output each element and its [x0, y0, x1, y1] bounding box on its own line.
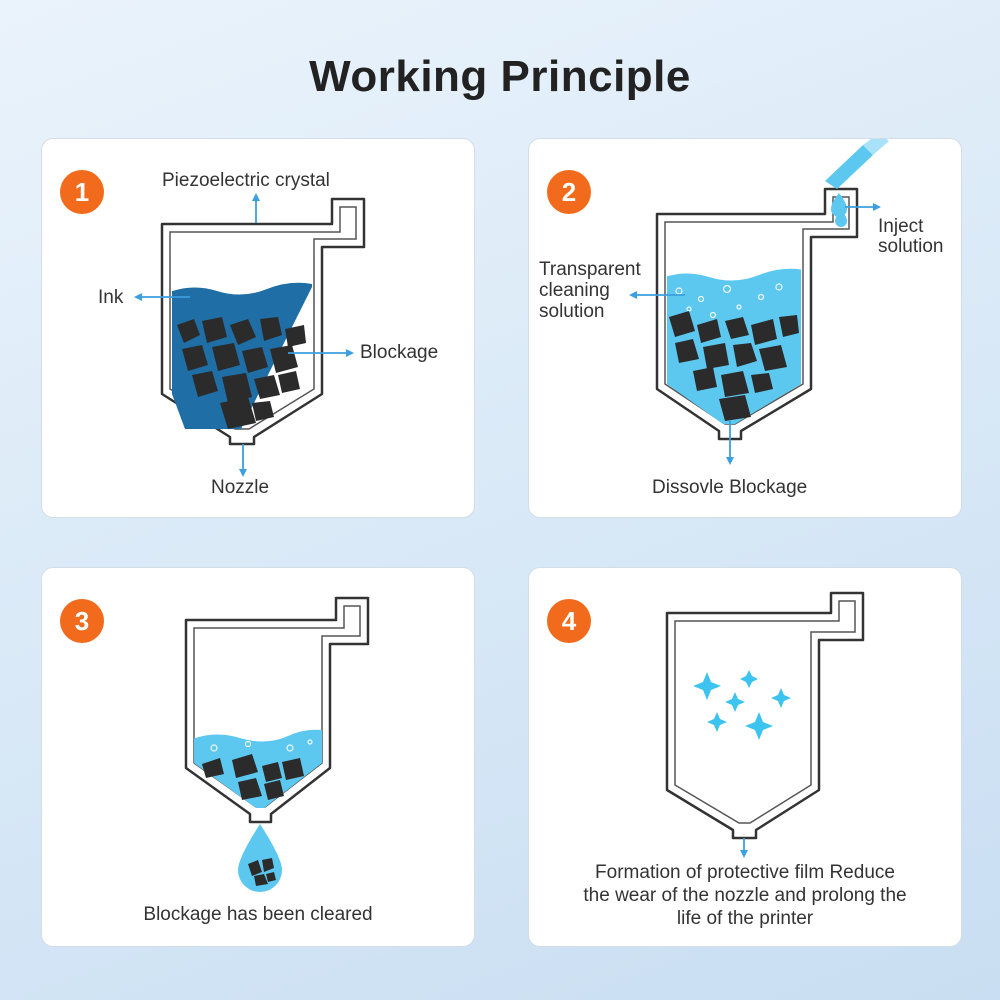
- step-card-4: 4 Formation of protective film Reduce th…: [528, 567, 962, 947]
- label-inject-solution-line1: Inject: [878, 216, 924, 237]
- falling-droplet: [238, 824, 282, 892]
- step-number-badge: 2: [547, 170, 591, 214]
- blockage-particles: [669, 311, 799, 421]
- label-nozzle: Nozzle: [211, 477, 270, 498]
- label-inject-solution-line2: solution: [878, 236, 944, 257]
- page-title: Working Principle: [309, 52, 691, 101]
- cartridge-outline: [665, 591, 865, 840]
- label-ink: Ink: [98, 287, 124, 308]
- cartridge-diagram-ink-blocked: [134, 193, 366, 477]
- label-arrows: [635, 206, 875, 459]
- label-arrows: [138, 197, 348, 473]
- cartridge-diagram-cleaning: [629, 139, 889, 465]
- label-cleaning-solution-line2: cleaning: [539, 280, 610, 301]
- label-cleaning-solution-line1: Transparent: [539, 259, 641, 280]
- step-number-badge: 4: [547, 599, 591, 643]
- cartridge-diagram-protected: [665, 591, 865, 858]
- label-blockage-cleared: Blockage has been cleared: [143, 904, 373, 925]
- step-card-3: 3 B: [41, 567, 475, 947]
- label-dissolve-blockage: Dissovle Blockage: [652, 477, 808, 498]
- blockage-particles: [202, 754, 304, 800]
- label-protective-film-line2: the wear of the nozzle and prolong the: [583, 885, 907, 906]
- step-number-badge: 3: [60, 599, 104, 643]
- sparkle-icons: [693, 670, 791, 740]
- label-protective-film-line1: Formation of protective film Reduce: [595, 862, 895, 883]
- label-protective-film-line3: life of the printer: [676, 908, 814, 929]
- step-number-badge: 1: [60, 170, 104, 214]
- label-blockage: Blockage: [360, 342, 439, 363]
- label-piezoelectric-crystal: Piezoelectric crystal: [162, 170, 330, 191]
- cleaning-solution-fill: [667, 268, 801, 424]
- injector-bottle: [825, 139, 889, 227]
- cartridge-diagram-cleared: [184, 596, 370, 892]
- step-card-1: 1: [41, 138, 475, 518]
- blockage-particles: [177, 317, 306, 429]
- step-card-2: 2: [528, 138, 962, 518]
- label-cleaning-solution-line3: solution: [539, 301, 605, 322]
